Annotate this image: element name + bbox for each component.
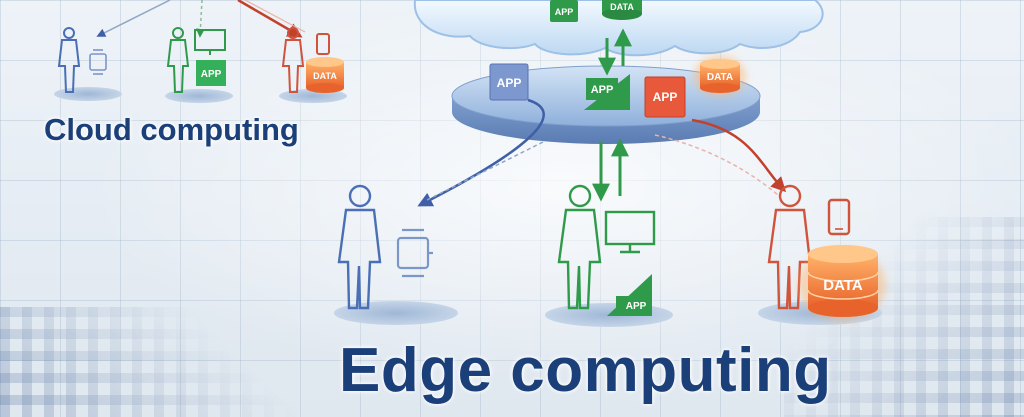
edge-display-app-label: APP bbox=[626, 301, 647, 312]
data-cylinder-icon: DATA bbox=[306, 57, 344, 93]
app-badge bbox=[196, 60, 226, 86]
platform-data-icon: DATA bbox=[694, 56, 746, 96]
edge-user-wearable bbox=[334, 184, 458, 325]
monitor-icon bbox=[194, 29, 226, 55]
platform-blue-app-icon: APP bbox=[489, 63, 529, 101]
platform-green-app-label: APP bbox=[591, 84, 614, 96]
platform-data-label: DATA bbox=[707, 72, 733, 83]
app-badge: APP bbox=[607, 274, 652, 316]
watch-icon bbox=[396, 228, 433, 278]
edge-user-display: APP bbox=[545, 184, 673, 327]
cloud-data-label: DATA bbox=[610, 2, 634, 12]
edge-mobile-data-label: DATA bbox=[823, 277, 863, 294]
cloud-user-mobile: DATA bbox=[279, 27, 347, 103]
cloud-platform-arrows bbox=[598, 28, 632, 76]
platform-blue-app-label: APP bbox=[497, 76, 522, 90]
monitor-icon bbox=[604, 210, 656, 254]
mosaic-decoration-left bbox=[0, 307, 320, 417]
cloud-shape bbox=[413, 0, 824, 57]
platform-red-app-label: APP bbox=[653, 90, 678, 104]
phone-icon bbox=[827, 198, 851, 236]
cloud-display-app-label: APP bbox=[201, 69, 222, 80]
watch-icon bbox=[89, 49, 107, 75]
cloud-user-display: APP bbox=[165, 27, 233, 103]
cloud-app-label: APP bbox=[555, 7, 574, 17]
data-cylinder-icon: DATA bbox=[798, 245, 886, 321]
edge-connection-arrows bbox=[417, 98, 787, 207]
cloud-data-icon: DATA bbox=[602, 0, 642, 20]
edge-computing-title: Edge computing bbox=[339, 336, 832, 405]
cloud-computing-title: Cloud computing bbox=[44, 112, 299, 147]
cloud-app-icon: APP bbox=[550, 0, 578, 22]
cloud-mobile-data-label: DATA bbox=[313, 71, 337, 81]
platform-red-app-icon: APP bbox=[644, 76, 686, 118]
edge-user-mobile: DATA bbox=[758, 184, 886, 325]
cloud-user-wearable bbox=[54, 27, 122, 101]
platform-green-app-icon: APP bbox=[584, 74, 630, 110]
phone-icon bbox=[316, 33, 330, 55]
